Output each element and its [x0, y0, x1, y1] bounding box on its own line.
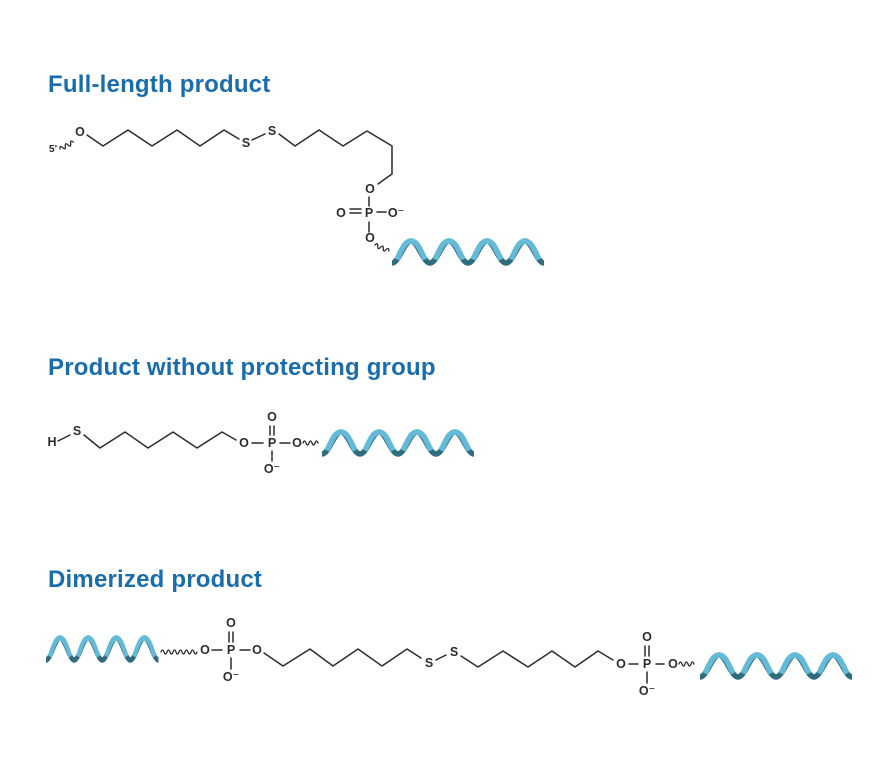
section-title-dimer: Dimerized product	[48, 566, 263, 593]
atom-label-o: O	[75, 125, 85, 139]
atom-label-p: P	[365, 206, 373, 220]
atom-label-o: O	[365, 182, 375, 196]
structure-full-length: 5' O S S O O P O⁻ O	[49, 124, 544, 263]
atom-label-o: O	[365, 231, 375, 245]
squiggle-bond-to-helix	[302, 440, 319, 446]
bond-disulfide	[251, 133, 266, 141]
bond-chain-left	[86, 129, 240, 147]
atom-label-o: O	[239, 436, 249, 450]
atom-label-o-double: O	[642, 630, 652, 644]
atom-label-o-minus: O⁻	[388, 206, 404, 220]
atom-label-o-double: O	[226, 616, 236, 630]
atom-label-o-minus: O⁻	[223, 670, 239, 684]
atom-label-o-minus: O⁻	[639, 684, 655, 698]
atom-label-s: S	[268, 124, 276, 138]
squiggle-bond-5prime	[58, 139, 75, 152]
bond-chain	[83, 431, 237, 449]
bond-disulfide	[435, 654, 447, 661]
atom-label-h: H	[47, 435, 56, 449]
atom-label-o: O	[252, 643, 262, 657]
bond-p-double-o	[269, 425, 275, 436]
structure-deprotected: H S O O P O⁻ O	[47, 410, 474, 476]
atom-label-p: P	[227, 643, 235, 657]
atom-label-s: S	[450, 645, 458, 659]
bond-chain-right	[278, 129, 393, 185]
bond-chain-left	[263, 648, 422, 667]
squiggle-bond-to-helix	[678, 661, 695, 667]
dna-helix-icon	[46, 638, 158, 660]
squiggle-bond-from-helix	[160, 649, 198, 655]
atom-label-s: S	[425, 656, 433, 670]
atom-label-five-prime: 5'	[49, 143, 57, 155]
section-title-deprotected: Product without protecting group	[48, 354, 436, 381]
bond-chain-right	[460, 650, 614, 668]
atom-label-o: O	[292, 436, 302, 450]
atom-label-s: S	[242, 136, 250, 150]
atom-label-p: P	[643, 657, 651, 671]
atom-label-o: O	[668, 657, 678, 671]
atom-label-o-double: O	[336, 206, 346, 220]
squiggle-bond-to-helix	[373, 242, 391, 254]
atom-label-o-double: O	[267, 410, 277, 424]
atom-label-o: O	[200, 643, 210, 657]
atom-label-o: O	[616, 657, 626, 671]
atom-label-o-minus: O⁻	[264, 462, 280, 476]
bond-p-double-o	[644, 645, 650, 657]
atom-label-s: S	[73, 424, 81, 438]
dna-helix-icon	[392, 241, 544, 263]
section-title-full-length: Full-length product	[48, 71, 271, 98]
atom-label-p: P	[268, 436, 276, 450]
dna-helix-icon	[700, 655, 852, 677]
dna-helix-icon	[322, 432, 474, 454]
structure-dimer: O O P O⁻ O S S O O P O⁻ O	[46, 616, 852, 698]
bond-p-double-o	[349, 208, 362, 214]
bond-p-double-o	[228, 631, 234, 643]
bond-h-s	[57, 434, 71, 442]
